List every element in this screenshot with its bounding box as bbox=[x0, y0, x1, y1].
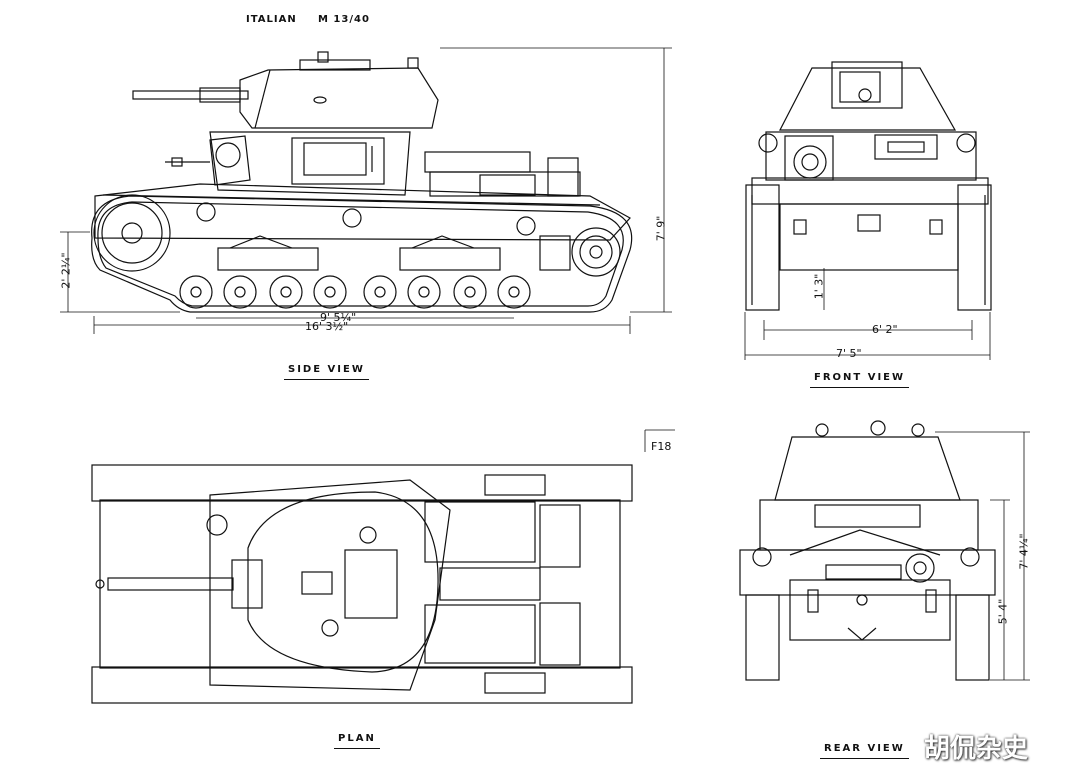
title-nation: ITALIAN bbox=[246, 14, 297, 25]
side-view-label: SIDE VIEW bbox=[284, 364, 369, 380]
sheet-ref: F18 bbox=[651, 440, 672, 453]
plan-view-drawing bbox=[91, 464, 633, 704]
front-view-label: FRONT VIEW bbox=[810, 372, 910, 388]
plan-view-label: PLAN bbox=[334, 733, 380, 749]
dim-track-centres: 6' 2" bbox=[872, 323, 898, 336]
dim-width-overall: 7' 5" bbox=[836, 347, 862, 360]
dim-ground-clearance: 1' 3" bbox=[812, 273, 826, 300]
dim-rear-height-hull: 5' 4" bbox=[996, 598, 1010, 625]
rear-view-dimension-lines bbox=[935, 431, 1030, 681]
dim-track-contact: 9' 5¼" bbox=[320, 311, 357, 324]
dim-length-overall: 16' 3½" bbox=[305, 320, 349, 333]
side-view-drawing bbox=[91, 51, 633, 313]
dim-track-height: 2' 2¼" bbox=[59, 252, 73, 289]
watermark: 胡侃杂史 bbox=[924, 734, 1029, 764]
side-view-dimension-lines bbox=[60, 47, 672, 334]
rear-view-label: REAR VIEW bbox=[820, 743, 909, 759]
sheet-ref-corner-mark bbox=[644, 429, 675, 452]
front-view-dimension-lines bbox=[744, 268, 991, 360]
front-view-drawing bbox=[745, 61, 992, 311]
rear-view-drawing bbox=[739, 420, 996, 681]
title-model: M 13/40 bbox=[318, 14, 370, 25]
dim-height-overall: 7' 9" bbox=[654, 215, 668, 242]
dim-rear-height-overall: 7' 4¼" bbox=[1017, 533, 1031, 570]
